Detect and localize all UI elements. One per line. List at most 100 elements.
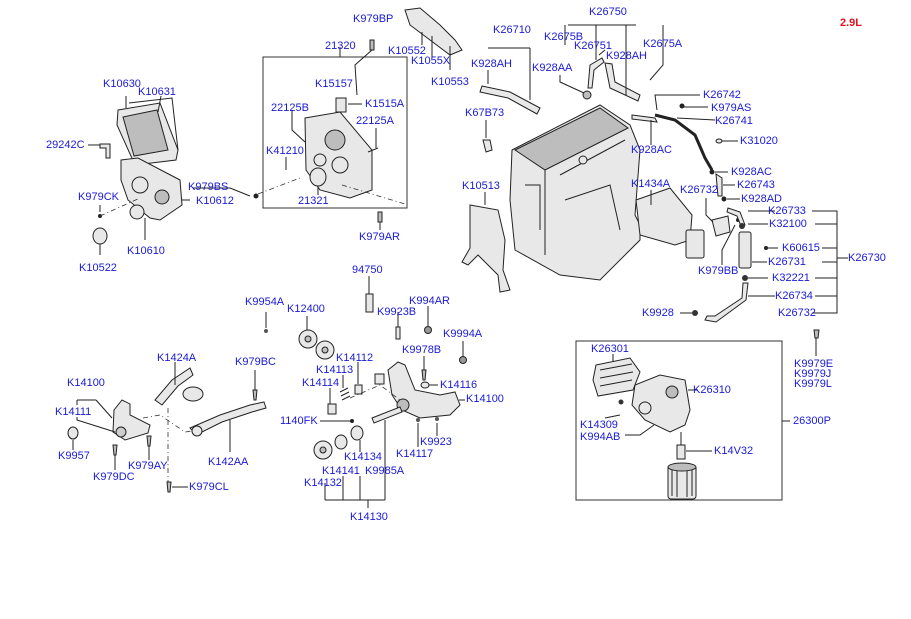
part-label-21320[interactable]: 21320 [325,40,356,52]
part-label-k994ar[interactable]: K994AR [409,295,450,307]
part-label-k979dc[interactable]: K979DC [93,471,135,483]
part-label-k979ar[interactable]: K979AR [359,231,400,243]
part-label-k10513[interactable]: K10513 [462,180,500,192]
part-label-k26733[interactable]: K26733 [768,205,806,217]
part-label-k14100-left[interactable]: K14100 [67,377,105,389]
engine-block [509,104,641,281]
part-label-k26301[interactable]: K26301 [591,343,629,355]
part-label-k979bs[interactable]: K979BS [188,181,229,193]
part-label-k10630[interactable]: K10630 [103,78,141,90]
part-label-k14117[interactable]: K14117 [396,448,434,460]
part-label-k26731[interactable]: K26731 [768,256,806,268]
oil-filter-small [685,229,705,259]
part-label-k14111[interactable]: K14111 [55,406,92,418]
part-label-94750[interactable]: 94750 [352,264,383,276]
part-label-k26732-1[interactable]: K26732 [680,184,718,196]
part-label-k14100-center[interactable]: K14100 [466,393,504,405]
part-label-k14130[interactable]: K14130 [350,511,388,523]
part-label-k26730[interactable]: K26730 [848,252,886,264]
fitting-k14v32 [676,444,686,460]
part-label-k14v32[interactable]: K14V32 [714,445,754,457]
part-label-k31020[interactable]: K31020 [740,135,778,147]
part-label-k67b73[interactable]: K67B73 [465,107,505,119]
part-label-k26310[interactable]: K26310 [693,384,731,396]
washer-k14117 [416,418,420,422]
part-label-k14116-center[interactable]: K14116 [440,379,478,391]
part-label-k9978b[interactable]: K9978B [402,344,442,356]
part-label-k979cl[interactable]: K979CL [189,481,229,493]
part-label-k10522[interactable]: K10522 [79,262,117,274]
part-label-22125b[interactable]: 22125B [271,102,309,114]
part-label-k994ab[interactable]: K994AB [580,431,621,443]
part-label-k26710[interactable]: K26710 [493,24,531,36]
part-label-k60615[interactable]: K60615 [782,242,820,254]
part-label-29242c[interactable]: 29242C [46,139,85,151]
nut-k9994a [459,356,467,364]
part-label-k2675b[interactable]: K2675B [544,31,584,43]
part-label-k14112[interactable]: K14112 [336,352,374,364]
part-label-k928ac-2[interactable]: K928AC [731,166,772,178]
part-label-26300p[interactable]: 26300P [793,415,831,427]
part-label-k10610[interactable]: K10610 [127,245,165,257]
part-label-k979ay[interactable]: K979AY [128,460,168,472]
part-label-k979bb[interactable]: K979BB [698,265,739,277]
part-label-k928ah-2[interactable]: K928AH [606,50,647,62]
front-case-group-box [262,56,408,209]
part-label-k26743[interactable]: K26743 [737,179,775,191]
part-label-k32221[interactable]: K32221 [772,272,810,284]
part-label-k41210[interactable]: K41210 [266,145,304,157]
part-label-k10612[interactable]: K10612 [196,195,234,207]
part-label-k14113[interactable]: K14113 [316,364,354,376]
part-label-k928aa[interactable]: K928AA [532,62,573,74]
part-label-k14132[interactable]: K14132 [304,477,342,489]
part-label-k10552[interactable]: K10552 [388,45,426,57]
part-label-k9985a[interactable]: K9985A [365,465,405,477]
part-label-k9979l[interactable]: K9979L [794,378,832,390]
part-label-k12400[interactable]: K12400 [287,303,325,315]
part-label-k2675a[interactable]: K2675A [643,38,683,50]
pipe-k26741 [654,113,714,171]
part-label-k928ad[interactable]: K928AD [741,193,782,205]
part-label-k9979e[interactable]: K9979E [794,358,834,370]
part-label-k9923b[interactable]: K9923B [377,306,417,318]
part-label-k14141[interactable]: K14141 [322,465,360,477]
part-label-k10553[interactable]: K10553 [431,76,469,88]
part-label-k1515a[interactable]: K1515A [365,98,405,110]
part-label-k32100[interactable]: K32100 [769,218,807,230]
part-label-22125a[interactable]: 22125A [356,115,394,127]
part-label-k9928[interactable]: K9928 [642,307,674,319]
part-label-k9957[interactable]: K9957 [58,450,90,462]
bolt-k979bc [252,389,258,401]
part-label-k142aa[interactable]: K142AA [208,456,249,468]
part-label-k26734[interactable]: K26734 [775,290,813,302]
part-label-k928ah-1[interactable]: K928AH [471,58,512,70]
part-label-k26732-2[interactable]: K26732 [778,307,816,319]
spring-k14113 [339,387,351,401]
part-label-k26741[interactable]: K26741 [715,115,753,127]
bolt-k979as [679,103,685,109]
part-label-k26750[interactable]: K26750 [589,6,627,18]
clamp-k928ad [721,196,727,202]
part-label-1140fk[interactable]: 1140FK [280,415,318,427]
part-label-k979ck[interactable]: K979CK [78,191,119,203]
part-label-k9994a[interactable]: K9994A [443,328,483,340]
part-label-21321[interactable]: 21321 [298,195,329,207]
part-label-k1424a[interactable]: K1424A [157,352,197,364]
part-label-k9954a[interactable]: K9954A [245,296,285,308]
part-label-k14309[interactable]: K14309 [580,419,618,431]
part-label-k979bc[interactable]: K979BC [235,356,276,368]
part-label-k26751[interactable]: K26751 [574,40,612,52]
part-label-k979as[interactable]: K979AS [711,102,752,114]
part-label-k1434a[interactable]: K1434A [631,178,671,190]
part-label-k928ac-1[interactable]: K928AC [631,144,672,156]
part-label-k9923[interactable]: K9923 [420,436,452,448]
part-label-k10631[interactable]: K10631 [138,86,176,98]
part-label-k14134[interactable]: K14134 [344,451,382,463]
hose-k2675b [587,57,605,89]
part-label-k26742[interactable]: K26742 [703,89,741,101]
part-label-k14114[interactable]: K14114 [302,377,340,389]
part-label-k15157[interactable]: K15157 [315,78,353,90]
part-label-k1055x[interactable]: K1055X [411,55,451,67]
part-label-k979bp[interactable]: K979BP [353,13,394,25]
part-label-k9979j[interactable]: K9979J [794,368,832,380]
